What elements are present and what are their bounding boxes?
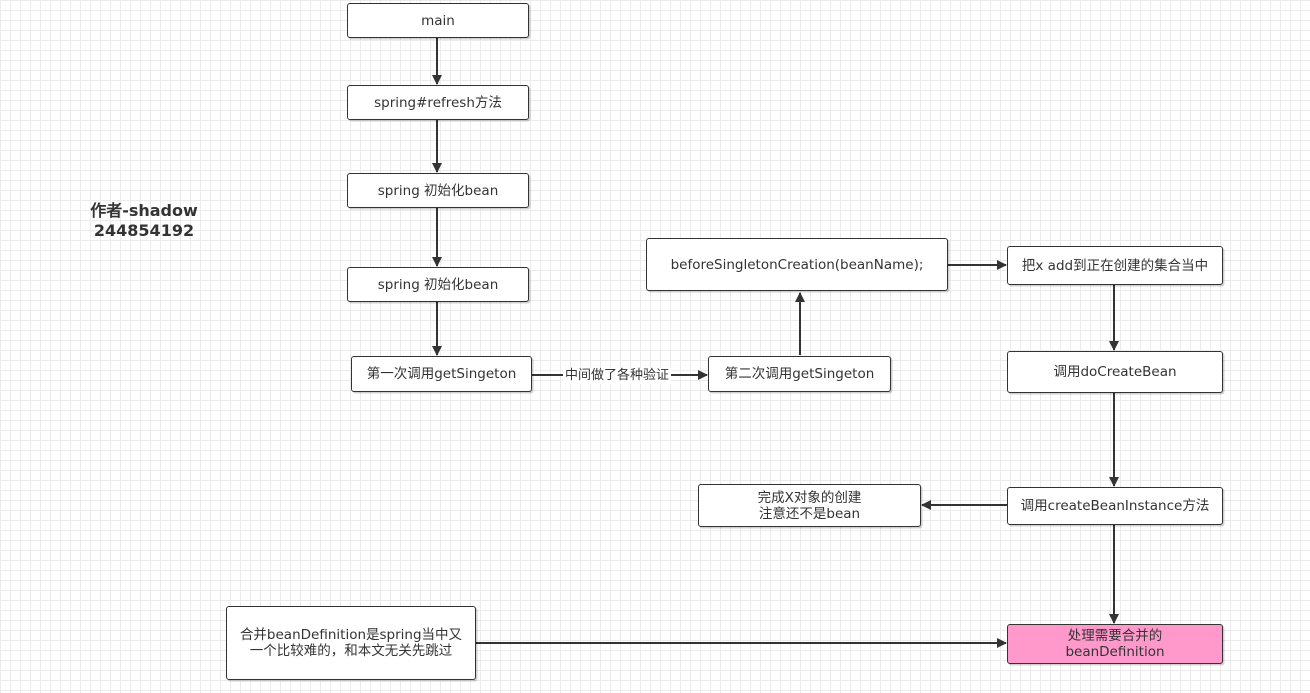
- author-name: 作者-shadow: [90, 201, 198, 220]
- node-merge-note[interactable]: 合并beanDefinition是spring当中又 一个比较难的，和本文无关先…: [226, 606, 476, 680]
- merge-line-1: 处理需要合并的: [1067, 628, 1163, 644]
- node-complete-object[interactable]: 完成X对象的创建 注意还不是bean: [698, 484, 921, 527]
- node-before-singleton-creation[interactable]: beforeSingletonCreation(beanName);: [646, 238, 948, 291]
- node-second-get-singleton[interactable]: 第二次调用getSingeton: [708, 356, 891, 392]
- complete-line-2: 注意还不是bean: [758, 505, 861, 522]
- author-id: 244854192: [93, 221, 195, 240]
- node-do-create-bean[interactable]: 调用doCreateBean: [1007, 351, 1223, 393]
- merge-note-line-2: 一个比较难的，和本文无关先跳过: [249, 643, 453, 659]
- node-init-bean-1[interactable]: spring 初始化bean: [347, 173, 529, 208]
- author-label: 作者-shadow 244854192: [84, 201, 204, 241]
- node-refresh[interactable]: spring#refresh方法: [347, 85, 529, 120]
- merge-line-2: beanDefinition: [1065, 644, 1165, 660]
- merge-note-line-1: 合并beanDefinition是spring当中又: [239, 627, 463, 643]
- complete-line-1: 完成X对象的创建: [757, 489, 862, 506]
- node-main[interactable]: main: [347, 3, 529, 38]
- node-create-bean-instance[interactable]: 调用createBeanInstance方法: [1007, 487, 1223, 525]
- node-add-to-creating-set[interactable]: 把x add到正在创建的集合当中: [1007, 246, 1223, 285]
- node-init-bean-2[interactable]: spring 初始化bean: [347, 267, 529, 302]
- edge-label-validation: 中间做了各种验证: [563, 368, 672, 384]
- node-first-get-singleton[interactable]: 第一次调用getSingeton: [351, 356, 532, 392]
- node-merge-bean-definition[interactable]: 处理需要合并的 beanDefinition: [1007, 624, 1223, 664]
